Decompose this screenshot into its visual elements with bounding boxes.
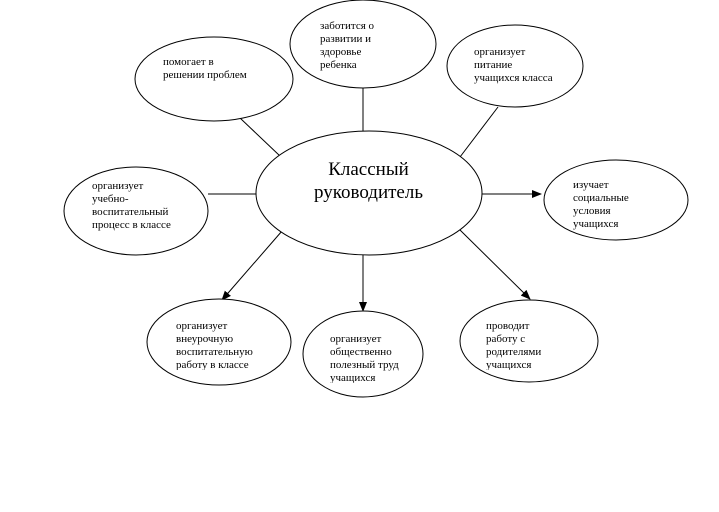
ellipse-helps-problems	[134, 36, 294, 122]
node-extracurricular-work: организует внеурочную воспитательную раб…	[176, 320, 253, 370]
ellipse-extracurricular-work	[146, 298, 292, 386]
ellipse-social-conditions	[543, 159, 689, 241]
ellipse-nutrition	[446, 24, 584, 108]
connector-helps-problems	[239, 117, 281, 157]
ellipse-parents-work	[459, 299, 599, 383]
node-useful-labor: организует общественно полезный труд уча…	[330, 333, 399, 383]
ellipse-educational-process	[63, 166, 209, 256]
node-parents-work: проводит работу с родителями учащихся	[486, 320, 542, 370]
arrow-parents-work	[459, 229, 531, 300]
node-nutrition: организует питание учащихся класса	[474, 46, 553, 84]
ellipse-useful-labor	[302, 310, 424, 398]
node-helps-problems: помогает в решении проблем	[163, 56, 247, 81]
center-label-class-teacher: Классный руководитель	[313, 159, 424, 203]
center-ellipse	[255, 130, 483, 256]
arrow-extracurricular-work	[221, 230, 283, 301]
node-social-conditions: изучает социальные условия учащихся	[573, 179, 629, 230]
node-educational-process: организует учебно- воспитательный процес…	[92, 180, 171, 231]
node-development-health: заботится о развитии и здоровье ребенка	[320, 20, 375, 71]
ellipse-development-health	[289, 0, 437, 89]
connector-nutrition	[459, 106, 499, 158]
